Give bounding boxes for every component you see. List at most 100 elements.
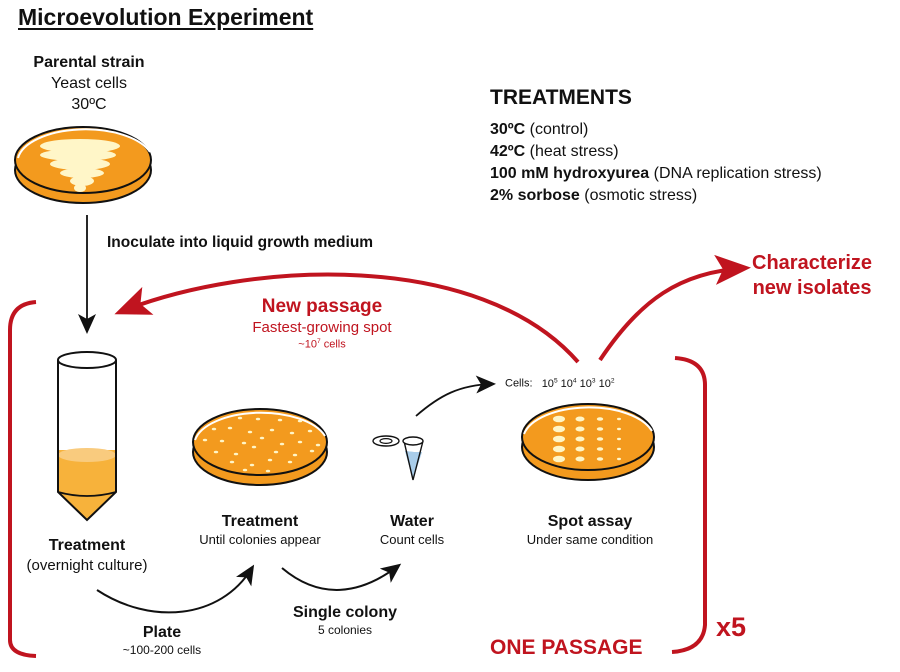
colony: [297, 440, 303, 444]
spot: [617, 437, 621, 441]
spot: [553, 415, 565, 423]
one-passage-label: ONE PASSAGE: [490, 636, 643, 659]
treatment-item: 42ºC (heat stress): [490, 143, 619, 160]
dilution: 103: [579, 377, 596, 390]
colony: [267, 458, 273, 462]
colony: [269, 428, 275, 432]
colony: [219, 439, 225, 443]
step-plate-sub: Until colonies appear: [199, 532, 321, 547]
step-tube-heading: Treatment: [48, 537, 126, 554]
colony: [213, 450, 219, 454]
step-tube-label: Treatment (overnight culture): [12, 537, 162, 577]
colony: [307, 429, 313, 433]
parental-strain-label: Parental strain Yeast cells 30ºC: [14, 52, 164, 115]
colony-dots: [202, 416, 321, 473]
spot: [575, 436, 585, 442]
spot: [575, 416, 585, 422]
step-spot-sub: Under same condition: [526, 532, 654, 547]
colony: [297, 419, 303, 423]
repeat-count-label: x5: [716, 612, 747, 642]
characterize-line1: Characterize: [752, 252, 873, 274]
step-water-sub: Count cells: [379, 532, 445, 547]
single-colony-sub: 5 colonies: [317, 623, 373, 637]
characterize-label: Characterize new isolates: [752, 251, 872, 301]
spot: [553, 445, 565, 453]
new-passage-arrow: [114, 272, 580, 364]
spot: [553, 425, 565, 433]
colony: [273, 450, 279, 454]
spot: [575, 426, 585, 432]
colony: [265, 469, 271, 473]
colony: [202, 438, 208, 442]
dilution: 104: [560, 377, 577, 390]
single-colony-label: Single colony 5 colonies: [270, 604, 420, 639]
spot: [575, 456, 585, 462]
colony-plate-icon: [192, 408, 328, 486]
colony: [237, 416, 243, 420]
new-passage-cells: ~107 cells: [298, 338, 346, 351]
colony: [287, 460, 293, 464]
parental-line2: 30ºC: [71, 96, 107, 113]
colony: [289, 431, 295, 435]
step-water-label: Water Count cells: [362, 513, 462, 549]
colony: [247, 430, 253, 434]
culture-tube-icon: [57, 351, 117, 522]
colony: [242, 468, 248, 472]
spot: [596, 457, 604, 461]
spot: [553, 435, 565, 443]
step-water-heading: Water: [390, 513, 434, 530]
spot: [617, 417, 621, 421]
colony: [227, 426, 233, 430]
spot: [596, 447, 604, 451]
colony: [229, 460, 235, 464]
step-plate-heading: Treatment: [221, 513, 299, 530]
new-passage-heading: New passage: [261, 296, 383, 317]
colony: [249, 463, 255, 467]
treatment-item: 2% sorbose (osmotic stress): [490, 187, 698, 204]
characterize-arrow: [598, 254, 751, 362]
new-passage-label: New passage Fastest-growing spot ~107 ce…: [222, 296, 422, 351]
treatment-item: 100 mM hydroxyurea (DNA replication stre…: [490, 165, 822, 182]
cells-label: Cells:: [505, 377, 533, 390]
plate-transition-sub: ~100-200 cells: [122, 643, 202, 657]
microtube-icon: [372, 435, 424, 481]
parental-line1: Yeast cells: [51, 75, 127, 92]
spot: [596, 427, 604, 431]
spot: [596, 417, 604, 421]
single-colony-arrow: [281, 563, 402, 591]
colony: [259, 436, 265, 440]
colony: [277, 418, 283, 422]
passage-bracket-left-end: [8, 639, 37, 658]
passage-bracket-right: [671, 356, 707, 654]
treatment-item: 30ºC (control): [490, 121, 589, 138]
spot: [617, 457, 621, 461]
colony: [211, 427, 217, 431]
dilution-labels: Cells: 105 104 103 102: [505, 377, 615, 390]
colony: [292, 453, 298, 457]
colony: [315, 443, 321, 447]
streak-colonies: [40, 139, 120, 192]
page-title: Microevolution Experiment: [18, 4, 314, 30]
spot-assay-plate-icon: [521, 403, 655, 481]
parental-petri-dish-icon: [14, 126, 152, 204]
dilution: 102: [598, 377, 615, 390]
colony: [241, 441, 247, 445]
spot: [553, 455, 565, 463]
treatments-panel: TREATMENTS 30ºC (control) 42ºC (heat str…: [490, 86, 822, 207]
step-tube-sub: (overnight culture): [26, 557, 148, 574]
colony: [309, 449, 315, 453]
step-spot-label: Spot assay Under same condition: [510, 513, 670, 549]
dilution: 105: [541, 377, 558, 390]
new-passage-line1: Fastest-growing spot: [252, 319, 392, 336]
step-plate-label: Treatment Until colonies appear: [180, 513, 340, 549]
spot-arrow: [415, 375, 496, 417]
characterize-line2: new isolates: [752, 277, 872, 299]
passage-bracket-left: [8, 300, 37, 640]
spot: [617, 447, 621, 451]
colony: [255, 417, 261, 421]
spot-dots: [553, 415, 621, 463]
spot: [617, 427, 621, 431]
plate-transition-label: Plate ~100-200 cells: [112, 624, 212, 659]
colony: [233, 452, 239, 456]
